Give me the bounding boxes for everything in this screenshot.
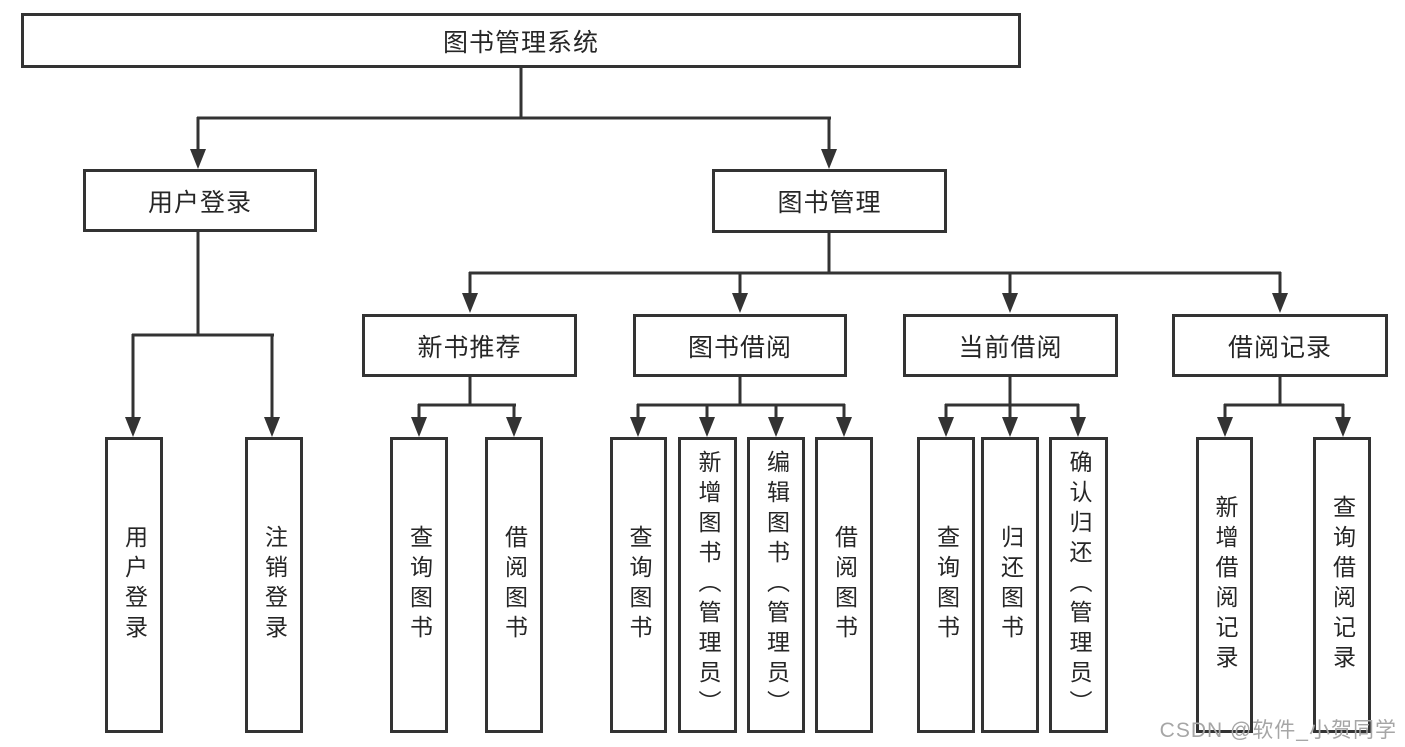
node-book-borrow: 图书借阅 — [633, 314, 847, 377]
node-leaf-return-book: 归还图书 — [981, 437, 1039, 733]
node-leaf-query-books-borrow: 查询图书 — [610, 437, 667, 733]
node-new-book-recommend: 新书推荐 — [362, 314, 577, 377]
node-leaf-add-borrow-record: 新增借阅记录 — [1196, 437, 1253, 733]
node-leaf-borrow-books: 借阅图书 — [815, 437, 873, 733]
node-book-management: 图书管理 — [712, 169, 947, 233]
node-leaf-edit-book-admin: 编辑图书（管理员） — [747, 437, 805, 733]
node-user-login: 用户登录 — [83, 169, 317, 232]
watermark-text: CSDN @软件_小贺同学 — [1159, 719, 1397, 742]
node-borrow-records: 借阅记录 — [1172, 314, 1388, 377]
node-leaf-borrow-books-recommend: 借阅图书 — [485, 437, 543, 733]
node-leaf-user-login: 用户登录 — [105, 437, 163, 733]
node-leaf-confirm-return-admin: 确认归还（管理员） — [1049, 437, 1108, 733]
node-library-management-system: 图书管理系统 — [21, 13, 1021, 68]
node-leaf-add-book-admin: 新增图书（管理员） — [678, 437, 737, 733]
node-leaf-query-books-current: 查询图书 — [917, 437, 975, 733]
node-leaf-query-books-recommend: 查询图书 — [390, 437, 448, 733]
node-leaf-query-borrow-record: 查询借阅记录 — [1313, 437, 1371, 733]
node-leaf-logout: 注销登录 — [245, 437, 303, 733]
node-current-borrow: 当前借阅 — [903, 314, 1118, 377]
